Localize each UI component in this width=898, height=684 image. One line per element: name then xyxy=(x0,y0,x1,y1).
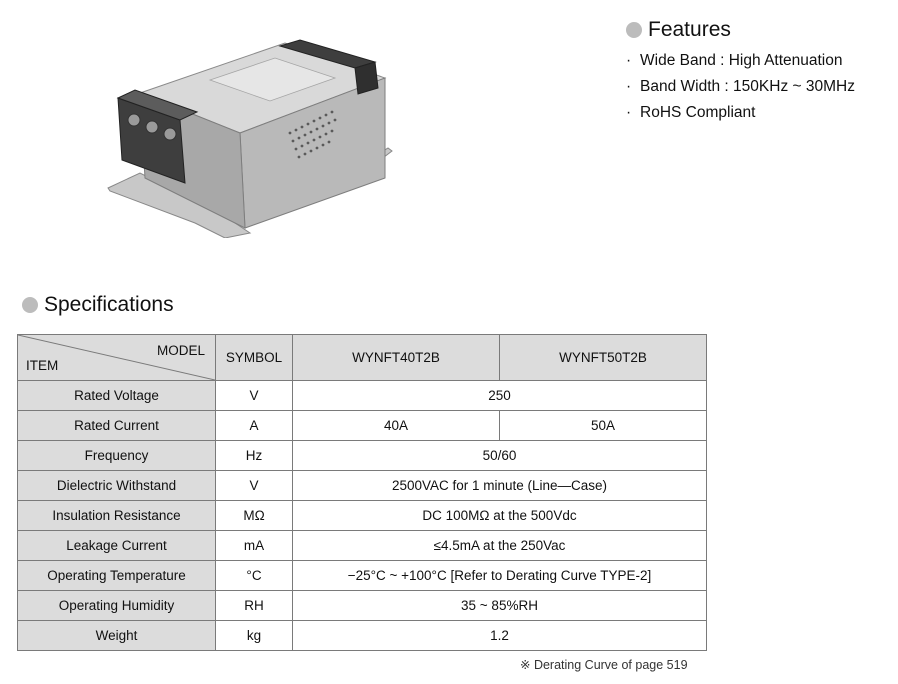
symbol-cell: °C xyxy=(215,560,293,591)
value-cell: 2500VAC for 1 minute (Line—Case) xyxy=(292,470,707,501)
value-cell: 50/60 xyxy=(292,440,707,471)
value-cell: 1.2 xyxy=(292,620,707,651)
product-image xyxy=(100,38,400,239)
table-row: Operating Humidity RH 35 ~ 85%RH xyxy=(17,590,707,621)
features-section: Features ·Wide Band : High Attenuation ·… xyxy=(626,18,855,126)
item-cell: Insulation Resistance xyxy=(17,500,216,531)
value-cell: ≤4.5mA at the 250Vac xyxy=(292,530,707,561)
item-cell: Frequency xyxy=(17,440,216,471)
specifications-table: MODEL ITEM SYMBOL WYNFT40T2B WYNFT50T2B … xyxy=(17,334,707,651)
symbol-cell: kg xyxy=(215,620,293,651)
item-cell: Dielectric Withstand xyxy=(17,470,216,501)
value-cell: 35 ~ 85%RH xyxy=(292,590,707,621)
features-heading: Features xyxy=(626,18,855,42)
table-row: Frequency Hz 50/60 xyxy=(17,440,707,471)
symbol-cell: mA xyxy=(215,530,293,561)
item-cell: Leakage Current xyxy=(17,530,216,561)
list-item: ·Band Width : 150KHz ~ 30MHz xyxy=(626,78,855,95)
list-item: ·RoHS Compliant xyxy=(626,104,756,121)
table-row: Operating Temperature °C −25°C ~ +100°C … xyxy=(17,560,707,591)
model-item-header: MODEL ITEM xyxy=(17,334,216,381)
derating-note: ※ Derating Curve of page 519 xyxy=(520,658,688,672)
table-row: Weight kg 1.2 xyxy=(17,620,707,651)
symbol-cell: A xyxy=(215,410,293,441)
item-cell: Operating Temperature xyxy=(17,560,216,591)
model-header: WYNFT40T2B xyxy=(292,334,500,381)
item-cell: Operating Humidity xyxy=(17,590,216,621)
value-cell: 40A xyxy=(292,410,500,441)
diagonal-line xyxy=(18,335,215,380)
table-row: Insulation Resistance MΩ DC 100MΩ at the… xyxy=(17,500,707,531)
symbol-cell: RH xyxy=(215,590,293,621)
value-cell: −25°C ~ +100°C [Refer to Derating Curve … xyxy=(292,560,707,591)
value-cell: 250 xyxy=(292,380,707,411)
features-list: ·Wide Band : High Attenuation ·Band Widt… xyxy=(626,48,855,126)
table-row: Rated Voltage V 250 xyxy=(17,380,707,411)
item-cell: Rated Voltage xyxy=(17,380,216,411)
bullet-dot-icon xyxy=(22,297,38,313)
symbol-cell: MΩ xyxy=(215,500,293,531)
table-row: Leakage Current mA ≤4.5mA at the 250Vac xyxy=(17,530,707,561)
list-item: ·Wide Band : High Attenuation xyxy=(626,52,843,69)
symbol-header: SYMBOL xyxy=(215,334,293,381)
specifications-heading: Specifications xyxy=(22,293,174,317)
table-row: Dielectric Withstand V 2500VAC for 1 min… xyxy=(17,470,707,501)
table-header-row: MODEL ITEM SYMBOL WYNFT40T2B WYNFT50T2B xyxy=(17,334,707,381)
symbol-cell: V xyxy=(215,380,293,411)
item-cell: Rated Current xyxy=(17,410,216,441)
table-row: Rated Current A 40A 50A xyxy=(17,410,707,441)
symbol-cell: V xyxy=(215,470,293,501)
value-cell: 50A xyxy=(499,410,707,441)
item-cell: Weight xyxy=(17,620,216,651)
bullet-dot-icon xyxy=(626,22,642,38)
symbol-cell: Hz xyxy=(215,440,293,471)
value-cell: DC 100MΩ at the 500Vdc xyxy=(292,500,707,531)
model-header: WYNFT50T2B xyxy=(499,334,707,381)
